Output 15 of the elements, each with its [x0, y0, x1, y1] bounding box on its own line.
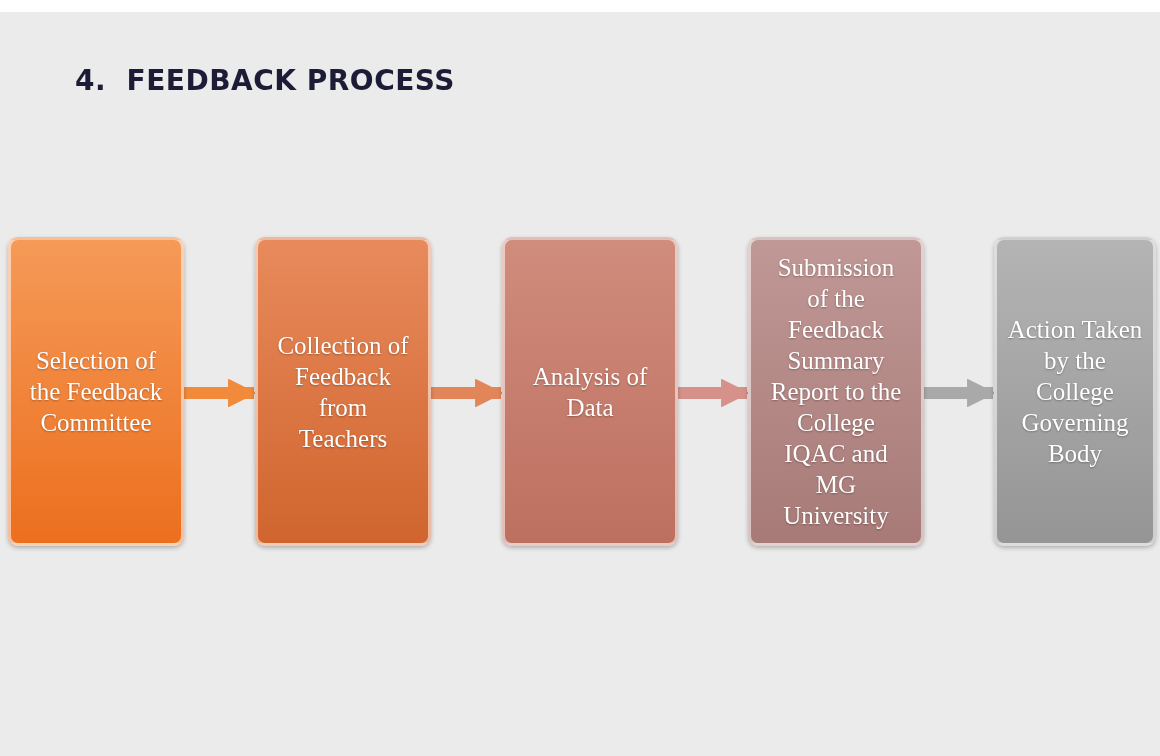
arrow: [431, 378, 504, 408]
arrow: [924, 378, 996, 408]
process-box: [748, 237, 924, 546]
box-text: Submission of the Feedback Summary Report to the College IQAC and MG University: [769, 253, 903, 531]
title: 4. FEEDBACK PROCESS: [75, 64, 455, 97]
arrow: [678, 378, 750, 408]
process-box: [994, 237, 1156, 546]
box-text: Action Taken by the College Governing Body: [1006, 315, 1144, 469]
process-box: [255, 237, 431, 546]
process-box: [8, 237, 184, 546]
box-text: Collection of Feedback from Teachers: [276, 330, 410, 454]
arrow: [184, 378, 257, 408]
process-box: [502, 237, 678, 546]
box-text: Selection of the Feedback Committee: [28, 346, 164, 438]
box-text: Analysis of Data: [531, 361, 649, 423]
